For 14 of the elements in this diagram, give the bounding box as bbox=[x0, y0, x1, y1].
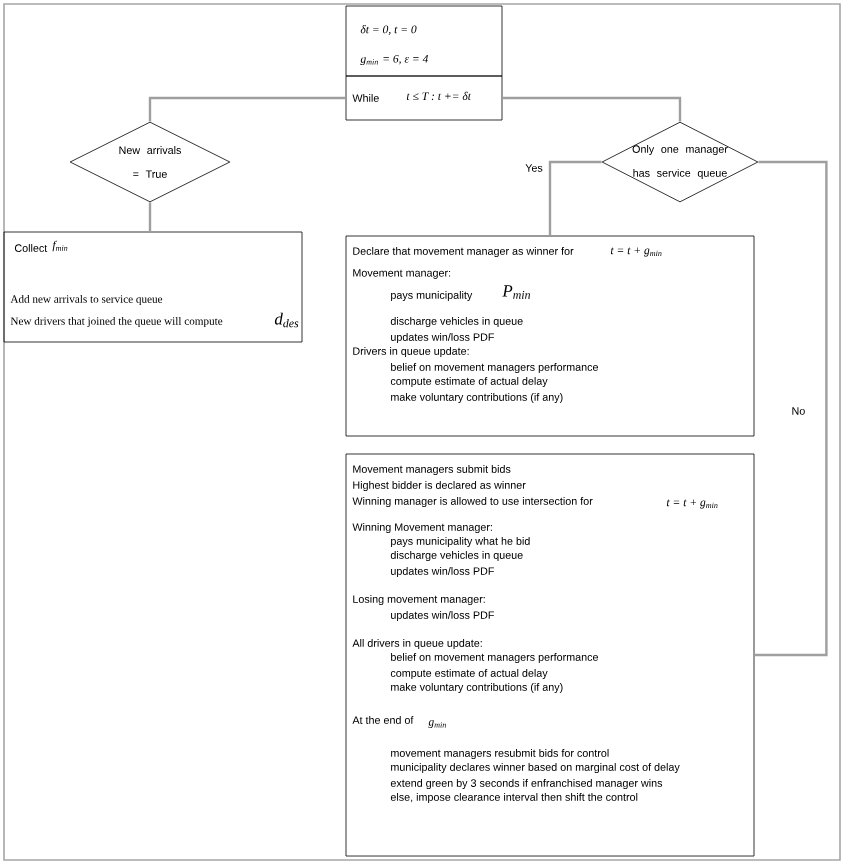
process-box bbox=[3, 231, 303, 343]
connector bbox=[754, 160, 828, 657]
connector bbox=[148, 96, 346, 122]
formula-text: P$_{min}$ bbox=[502, 285, 531, 299]
process-box bbox=[345, 235, 755, 437]
process-box bbox=[345, 453, 755, 857]
init-box bbox=[345, 5, 503, 77]
formula-text: d$_{des}$ bbox=[274, 312, 299, 328]
connector bbox=[148, 202, 152, 232]
connector bbox=[502, 96, 682, 122]
loop-box bbox=[345, 75, 503, 121]
decision-diamond bbox=[601, 121, 759, 203]
connector bbox=[548, 160, 602, 236]
decision-diamond bbox=[69, 121, 231, 203]
